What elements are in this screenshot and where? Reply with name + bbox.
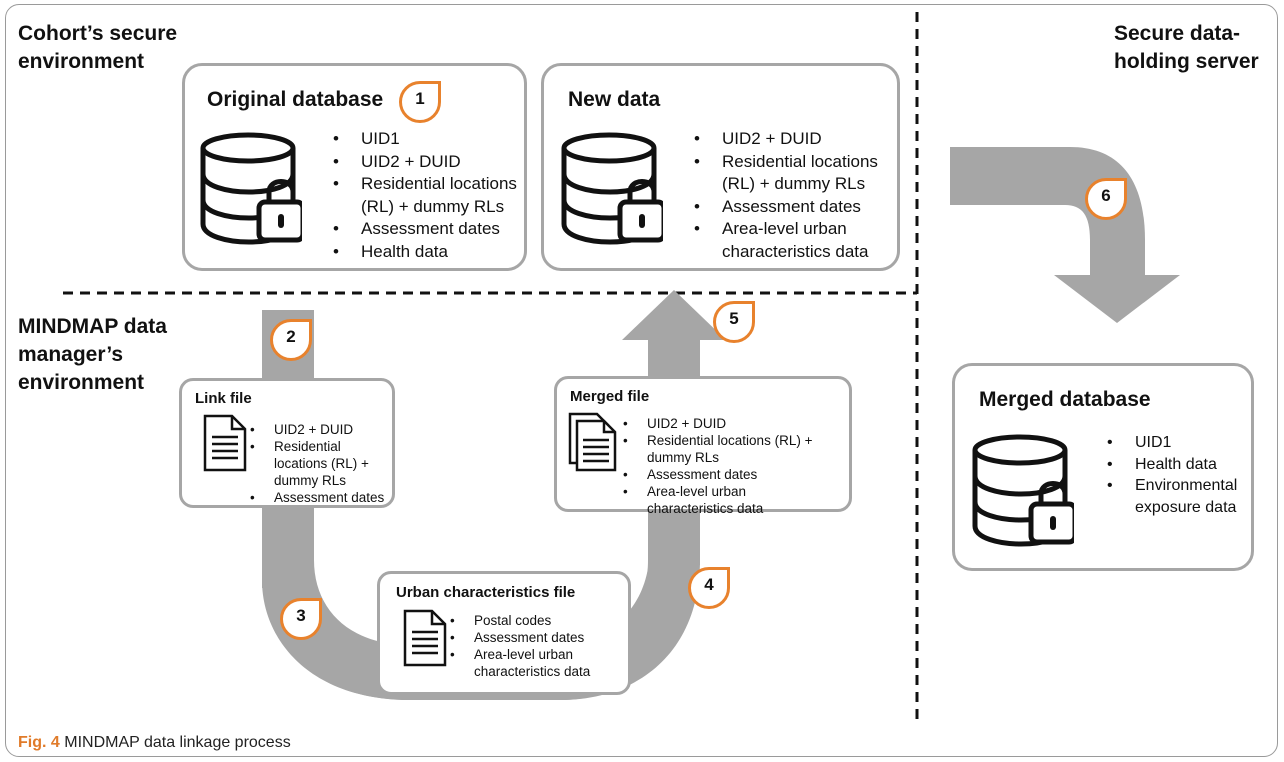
- original-database-title: Original database: [207, 88, 384, 111]
- list-item: Health data: [329, 241, 517, 264]
- list-item-continued: characteristics data: [619, 500, 812, 517]
- list-item: UID2 + DUID: [246, 421, 384, 438]
- list-item-continued-text: (RL) + dummy RLs: [361, 196, 505, 216]
- list-item: Area-level urban: [690, 218, 878, 241]
- badge-shape-icon: [688, 567, 730, 609]
- database-lock-icon: [972, 434, 1074, 547]
- region-server-label: Secure data- holding server: [1114, 20, 1259, 76]
- step-badge-2: 2: [269, 318, 313, 362]
- merged-database-title: Merged database: [979, 388, 1151, 411]
- figure-caption-text: MINDMAP data linkage process: [64, 734, 291, 751]
- region-mindmap-label: MINDMAP data manager’s environment: [18, 313, 167, 397]
- region-server-line1: Secure data-: [1114, 22, 1241, 45]
- merged-file-box: Merged file UID2 + DUID Residential loca…: [554, 376, 852, 516]
- badge-shape-icon: [713, 301, 755, 343]
- step-number: 1: [415, 89, 425, 108]
- list-item-continued-text: dummy RLs: [274, 473, 347, 488]
- list-item-continued: dummy RLs: [246, 472, 384, 489]
- list-item-continued-text: characteristics data: [722, 241, 869, 261]
- step-badge-3: 3: [279, 597, 323, 641]
- arrow-6: [950, 147, 1180, 323]
- list-item-continued: characteristics data: [690, 241, 878, 264]
- region-cohort-line1: Cohort’s secure: [18, 22, 178, 45]
- list-item: UID2 + DUID: [690, 128, 878, 151]
- urban-characteristics-list: Postal codes Assessment dates Area-level…: [446, 612, 590, 680]
- database-lock-icon: [200, 132, 302, 245]
- list-item-continued: (RL) + dummy RLs: [690, 173, 878, 196]
- list-item: Residential locations: [690, 151, 878, 174]
- region-mindmap-line1: MINDMAP data: [18, 315, 167, 338]
- list-item-continued: locations (RL) +: [246, 455, 384, 472]
- badge-shape-icon: [1085, 178, 1127, 220]
- region-cohort-line2: environment: [18, 50, 145, 73]
- list-item-continued: exposure data: [1103, 497, 1237, 519]
- list-item: Assessment dates: [329, 218, 517, 241]
- merged-database-list: UID1 Health data Environmental exposure …: [1103, 432, 1237, 518]
- region-cohort-label: Cohort’s secure environment: [18, 20, 177, 76]
- database-lock-icon: [561, 132, 663, 245]
- list-item: Assessment dates: [619, 466, 812, 483]
- list-item: Residential locations: [329, 173, 517, 196]
- merged-database-box: Merged database UID1 Health data Environ…: [952, 363, 1254, 571]
- list-item-continued-text: exposure data: [1135, 498, 1237, 516]
- merged-file-list: UID2 + DUID Residential locations (RL) +…: [619, 415, 812, 517]
- urban-characteristics-box: Urban characteristics file Postal codes …: [377, 571, 631, 695]
- list-item: Postal codes: [446, 612, 590, 629]
- documents-stack-icon: [568, 412, 617, 472]
- merged-file-title: Merged file: [570, 388, 650, 405]
- step-badge-4: 4: [687, 566, 731, 610]
- list-item: Area-level urban: [446, 646, 590, 663]
- original-database-list: UID1 UID2 + DUID Residential locations (…: [329, 128, 517, 263]
- link-file-list: UID2 + DUID Residential locations (RL) +…: [246, 421, 384, 506]
- list-item-continued-text: characteristics data: [474, 664, 591, 679]
- list-item: Assessment dates: [246, 489, 384, 506]
- region-mindmap-line2: manager’s: [18, 343, 124, 366]
- list-item: Residential: [246, 438, 384, 455]
- badge-shape-icon: [270, 319, 312, 361]
- step-number: 2: [286, 327, 296, 346]
- list-item: Environmental: [1103, 475, 1237, 497]
- badge-shape-icon: [399, 81, 441, 123]
- step-number: 3: [296, 606, 306, 625]
- figure-frame: [5, 4, 1278, 757]
- list-item: UID1: [1103, 432, 1237, 454]
- region-server-line2: holding server: [1114, 50, 1259, 73]
- list-item: UID1: [329, 128, 517, 151]
- link-file-title: Link file: [195, 390, 252, 407]
- list-item-continued-text: characteristics data: [647, 501, 764, 516]
- list-item-continued-text: (RL) + dummy RLs: [722, 174, 866, 193]
- figure-caption: Fig. 4 MINDMAP data linkage process: [18, 734, 291, 752]
- list-item: UID2 + DUID: [619, 415, 812, 432]
- list-item-continued: dummy RLs: [619, 449, 812, 466]
- step-number: 5: [729, 309, 739, 328]
- list-item: UID2 + DUID: [329, 151, 517, 174]
- list-item: Assessment dates: [446, 629, 590, 646]
- step-number: 4: [704, 575, 714, 594]
- step-badge-6: 6: [1084, 177, 1128, 221]
- badge-shape-icon: [280, 598, 322, 640]
- list-item-continued-text: locations (RL) +: [274, 456, 369, 471]
- document-icon: [403, 609, 447, 667]
- list-item-continued: characteristics data: [446, 663, 590, 680]
- link-file-box: Link file UID2 + DUID Residential locati…: [179, 378, 395, 508]
- figure-caption-label: Fig. 4: [18, 734, 60, 751]
- arrow-5: [648, 335, 700, 380]
- new-data-box: New data UID2 + DUID Residential locatio…: [541, 63, 900, 271]
- step-badge-5: 5: [712, 300, 756, 344]
- list-item-continued: (RL) + dummy RLs: [329, 196, 517, 219]
- new-data-title: New data: [568, 88, 661, 111]
- list-item: Residential locations (RL) +: [619, 432, 812, 449]
- original-database-box: Original database UID1 UID2 + DUID Resid…: [182, 63, 527, 271]
- step-badge-1: 1: [398, 80, 442, 124]
- step-number: 6: [1101, 186, 1111, 205]
- list-item: Area-level urban: [619, 483, 812, 500]
- urban-characteristics-title: Urban characteristics file: [396, 584, 576, 601]
- new-data-list: UID2 + DUID Residential locations (RL) +…: [690, 128, 878, 263]
- list-item-continued-text: dummy RLs: [647, 450, 720, 465]
- document-icon: [203, 414, 247, 472]
- region-mindmap-line3: environment: [18, 371, 145, 394]
- list-item: Health data: [1103, 454, 1237, 476]
- list-item: Assessment dates: [690, 196, 878, 219]
